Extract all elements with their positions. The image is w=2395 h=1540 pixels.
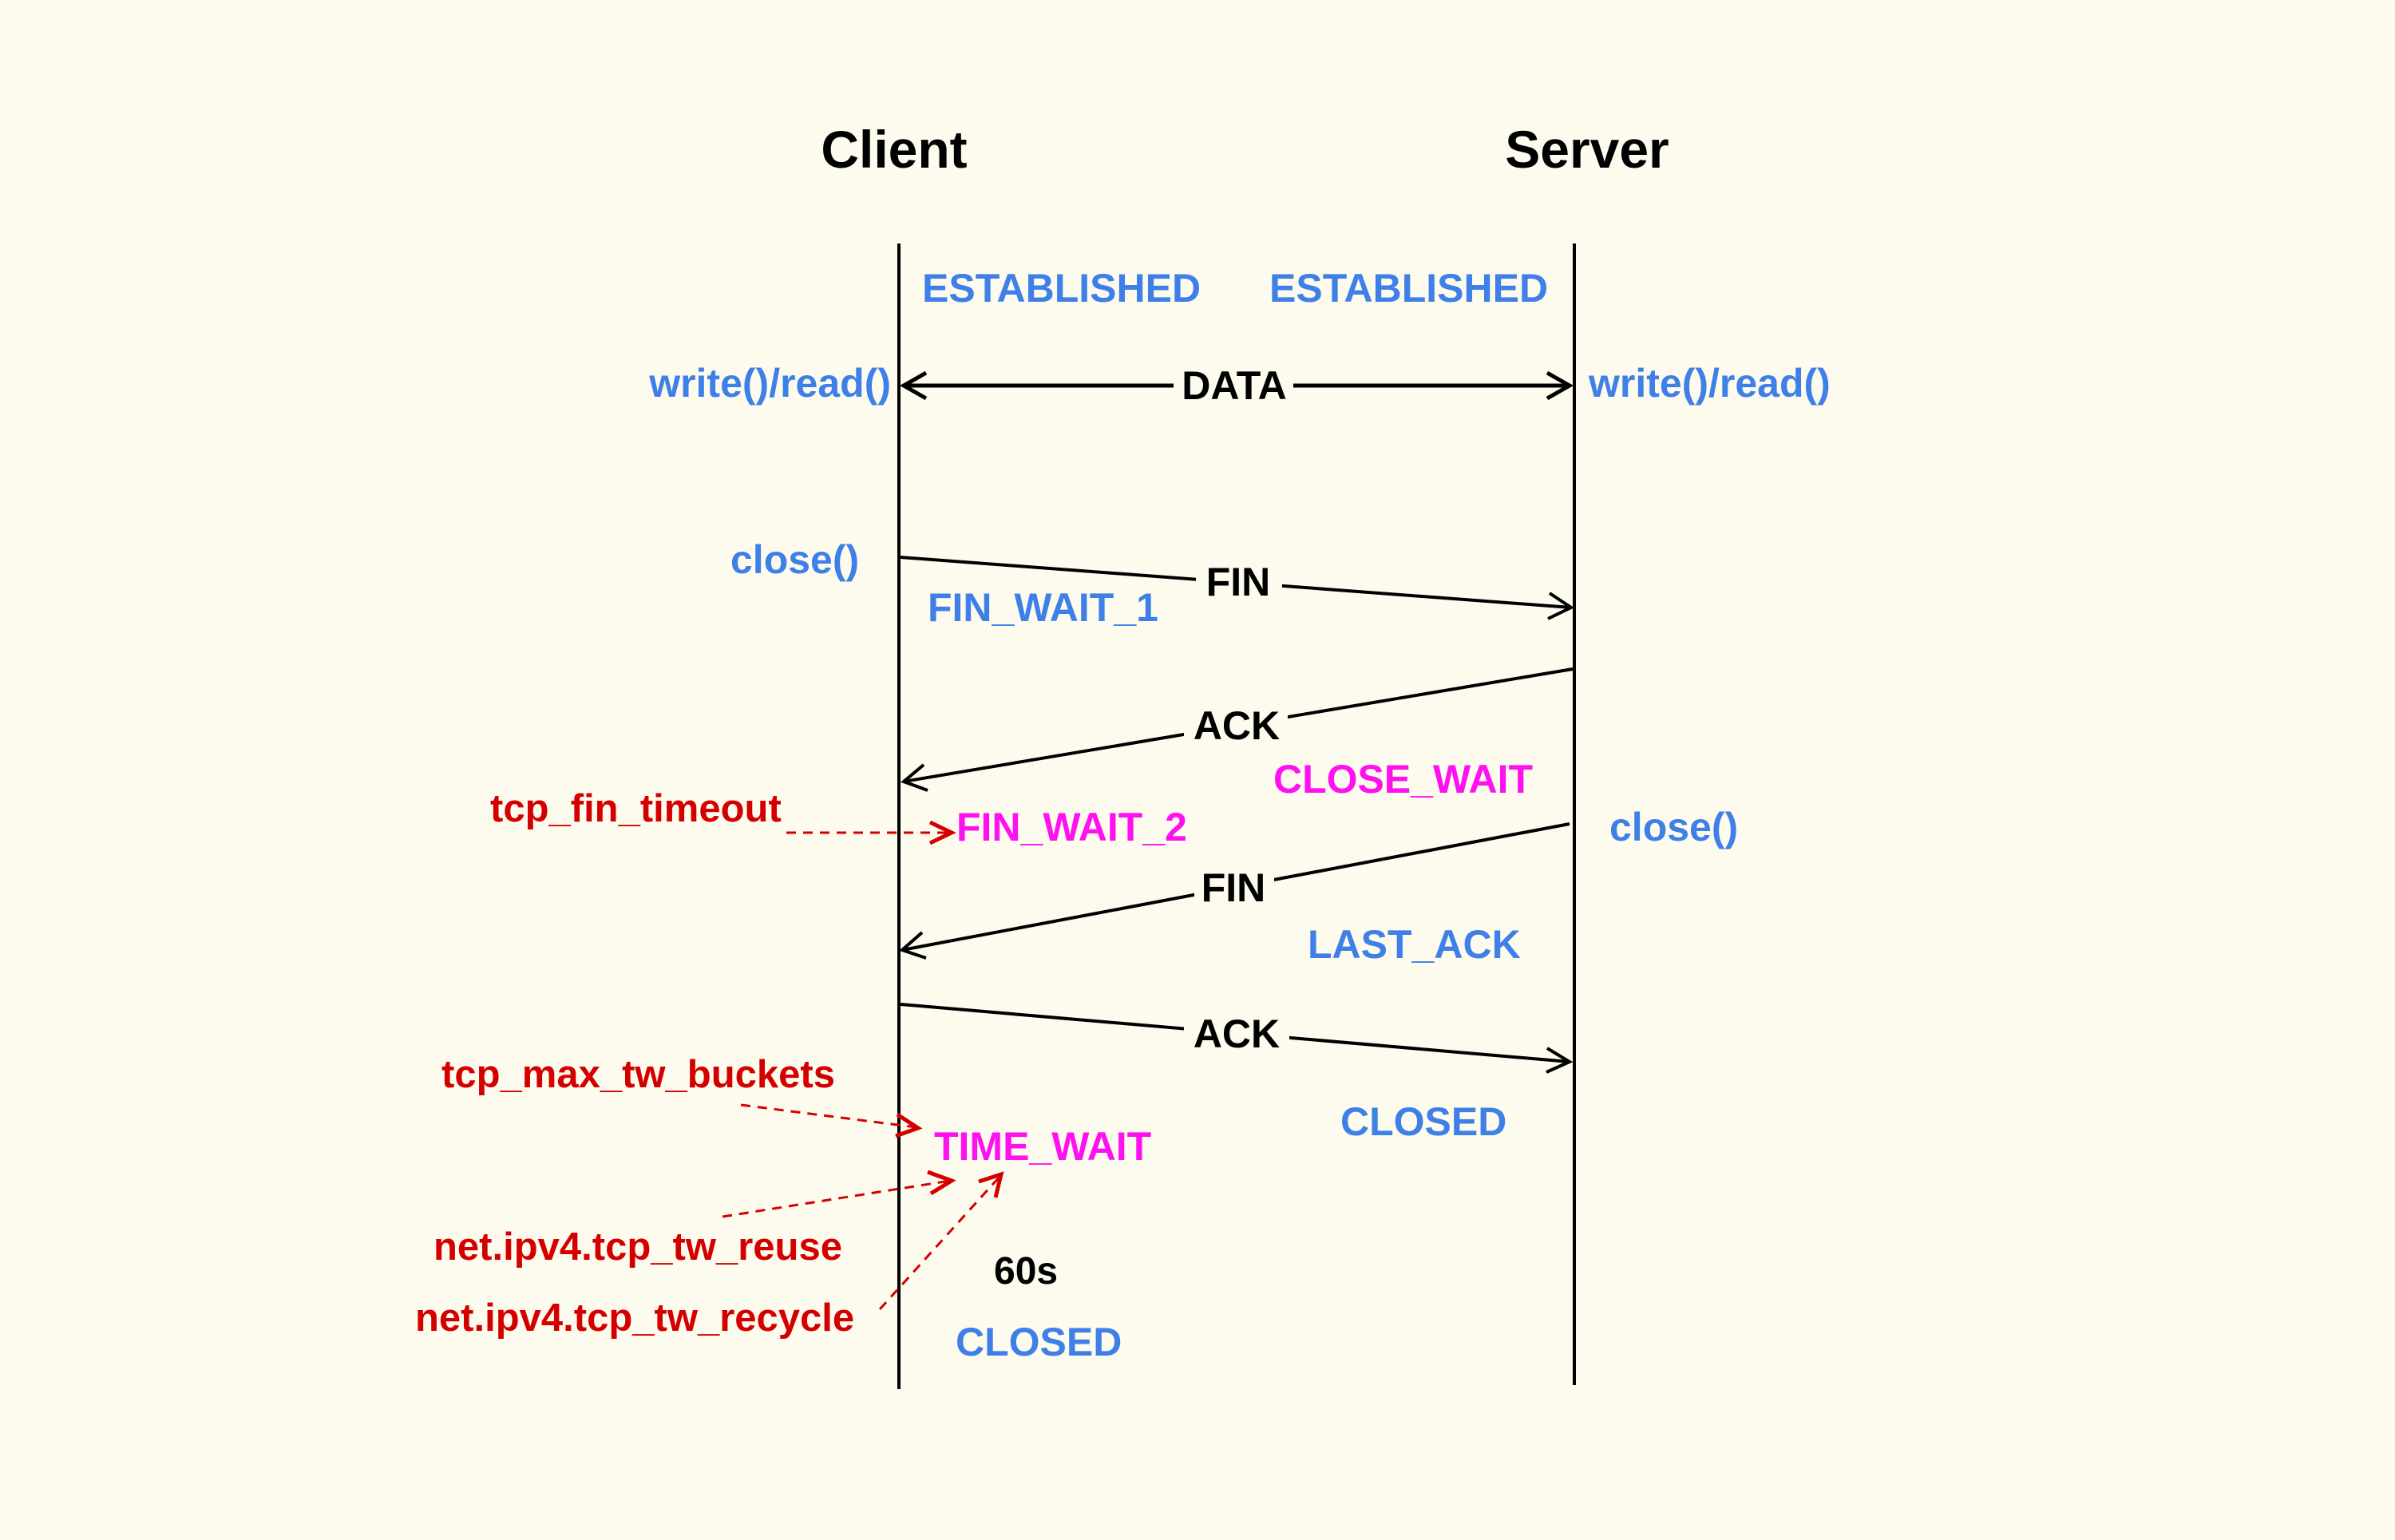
ack2-arrowhead [1546,1047,1574,1074]
fin-timeout-pointer-head [928,820,956,845]
tcp-max-tw-buckets-param: tcp_max_tw_buckets [441,1053,835,1096]
data-message-label: DATA [1182,363,1286,408]
tcp-tw-reuse-param: net.ipv4.tcp_tw_reuse [433,1225,842,1269]
ack1-message-label: ACK [1194,703,1280,748]
fin-wait-2-state: FIN_WAIT_2 [956,805,1187,849]
fin1-message-label: FIN [1206,560,1271,604]
max-tw-buckets-pointer-line [740,1103,917,1129]
ack1-arrowhead [901,763,928,792]
fin-wait-1-state: FIN_WAIT_1 [928,585,1158,630]
tw-recycle-pointer-head [978,1171,1004,1198]
data-arrowhead-left [899,370,928,401]
server-closed-state: CLOSED [1340,1099,1506,1144]
client-header: Client [821,120,967,179]
tw-reuse-pointer-head [927,1170,956,1196]
fin1-arrowhead [1547,592,1575,620]
client-close-call: close() [730,537,859,582]
tcp-fin-timeout-param: tcp_fin_timeout [490,787,782,830]
time-wait-timer-label: 60s [994,1250,1058,1293]
ack2-message-label: ACK [1194,1011,1280,1056]
server-established-state: ESTABLISHED [1269,266,1548,311]
client-io-label: write()/read() [648,361,891,406]
close-wait-state: CLOSE_WAIT [1273,757,1533,802]
tcp-tw-recycle-param: net.ipv4.tcp_tw_recycle [415,1297,854,1340]
client-closed-state: CLOSED [956,1320,1122,1364]
last-ack-state: LAST_ACK [1308,922,1521,967]
server-close-call: close() [1609,805,1738,849]
time-wait-state: TIME_WAIT [934,1124,1151,1169]
tw-recycle-pointer-line [878,1174,1002,1311]
max-tw-buckets-pointer-head [895,1112,923,1138]
tw-reuse-pointer-line [722,1179,951,1218]
server-io-label: write()/read() [1588,361,1831,406]
server-header: Server [1505,120,1669,179]
fin2-arrowhead [899,931,927,960]
client-established-state: ESTABLISHED [922,266,1201,311]
fin2-message-label: FIN [1201,865,1266,910]
data-arrowhead-right [1546,370,1574,401]
